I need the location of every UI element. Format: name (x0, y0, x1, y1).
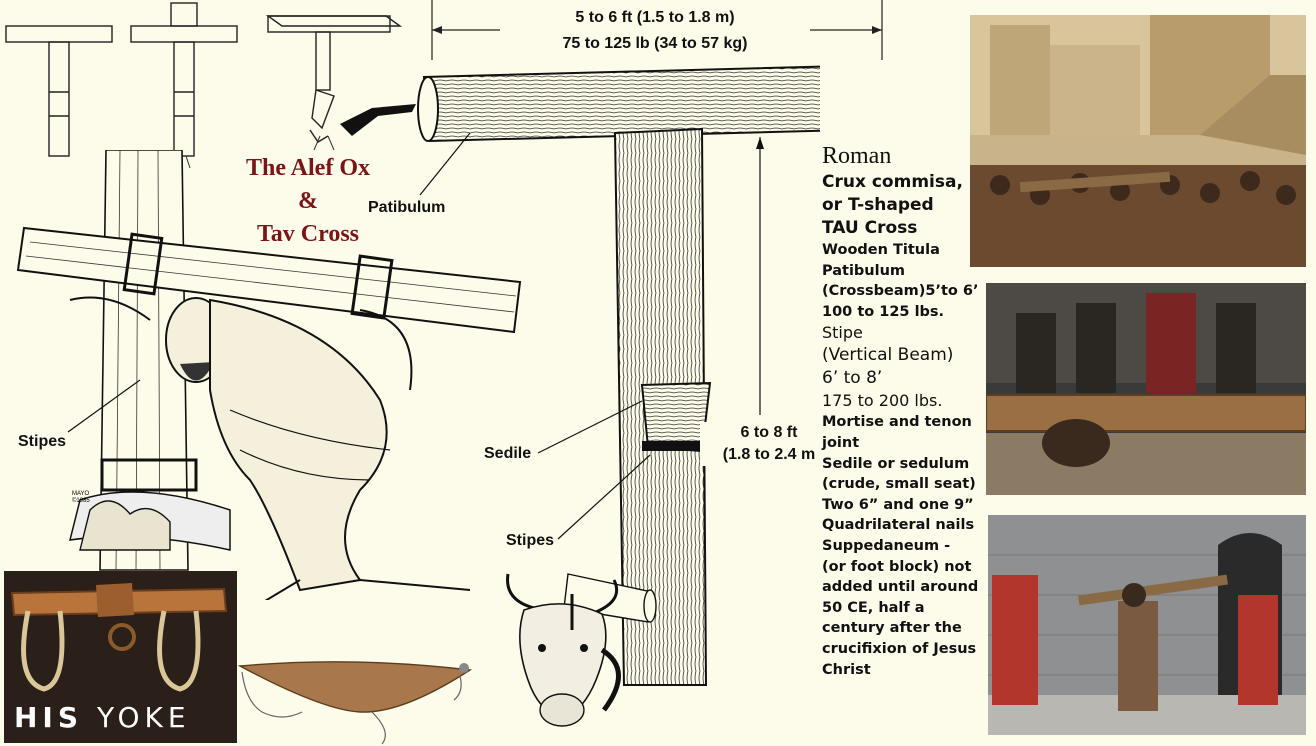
tau-cross-drawing (417, 65, 820, 686)
notes-line: added until around (822, 579, 979, 596)
notes-heading-roman: Roman (822, 143, 892, 169)
notes-line: 50 CE, half a (822, 599, 925, 616)
height-dimension-text: 6 to 8 ft (1.8 to 2.4 m (700, 422, 838, 466)
notes-line: (crude, small seat) (822, 476, 976, 493)
notes-line: or T-shaped (822, 195, 934, 215)
notes-line: 6’ to 8’ (822, 368, 883, 389)
notes-line: joint (822, 434, 860, 451)
notes-line: Two 6” and one 9” (822, 496, 974, 513)
wooden-blinder-drawing (237, 661, 473, 745)
height-line-2: (1.8 to 2.4 m (722, 446, 816, 463)
notes-line: Suppedaneum - (822, 537, 951, 554)
title-block: The Alef Ox & Tav Cross (222, 152, 394, 251)
notes-line: Stipe (822, 323, 863, 343)
notes-line: Crux commisa, (822, 172, 963, 192)
artist-signature-2: ©1985 (72, 497, 90, 504)
fallen-image (986, 283, 1306, 495)
notes-line: (Crossbeam)5’to 6’ (822, 283, 979, 300)
cross-bearer-drawing: MAYO ©1985 (16, 150, 522, 600)
notes-line: TAU Cross (822, 218, 918, 238)
label-patibulum: Patibulum (368, 199, 446, 216)
notes-line: (or foot block) not (822, 558, 972, 575)
notes-line: century after the (822, 620, 962, 637)
title-line-1: The Alef Ox (246, 155, 370, 181)
notes-line: 175 to 200 lbs. (822, 391, 943, 411)
notes-line: Patibulum (822, 262, 906, 279)
notes-line: 100 to 125 lbs. (822, 303, 945, 320)
yoke-word-his: HIS (14, 701, 84, 734)
notes-line: Wooden Titula (822, 242, 940, 258)
his-yoke-photo: HIS YOKE (4, 571, 237, 743)
title-line-2: & (298, 188, 318, 214)
small-cross-sketches (5, 2, 416, 170)
title-line-3: Tav Cross (256, 221, 360, 247)
photo-courtyard-soldiers (988, 515, 1306, 735)
width-line-1: 5 to 6 ft (1.5 to 1.8 m) (575, 9, 735, 26)
ox-head-drawing (506, 573, 657, 727)
label-stipes-left: Stipes (18, 433, 67, 450)
yoke-image (4, 571, 237, 743)
label-stipes-right: Stipes (506, 532, 555, 549)
width-dimension-text: 5 to 6 ft (1.5 to 1.8 m) 75 to 125 lb (3… (500, 5, 810, 57)
notes-line: crucifixion of Jesus (822, 640, 977, 657)
height-line-1: 6 to 8 ft (740, 424, 798, 441)
artist-signature-1: MAYO (72, 491, 90, 497)
width-line-2: 75 to 125 lb (34 to 57 kg) (562, 35, 748, 52)
notes-line: Sedile or sedulum (822, 455, 970, 472)
photo-fallen-under-cross (986, 283, 1306, 495)
procession-image (970, 15, 1306, 267)
yoke-caption: HIS YOKE (14, 701, 191, 734)
notes-line: Christ (822, 661, 871, 678)
courtyard-image (988, 515, 1306, 735)
photo-procession (970, 15, 1306, 267)
yoke-word-yoke: YOKE (96, 701, 191, 734)
notes-column: Roman Crux commisa, or T-shaped TAU Cros… (822, 141, 987, 680)
notes-line: (Vertical Beam) (822, 345, 954, 366)
label-sedile: Sedile (484, 445, 532, 462)
notes-line: Quadrilateral nails (822, 517, 975, 534)
notes-line: Mortise and tenon (822, 414, 972, 431)
